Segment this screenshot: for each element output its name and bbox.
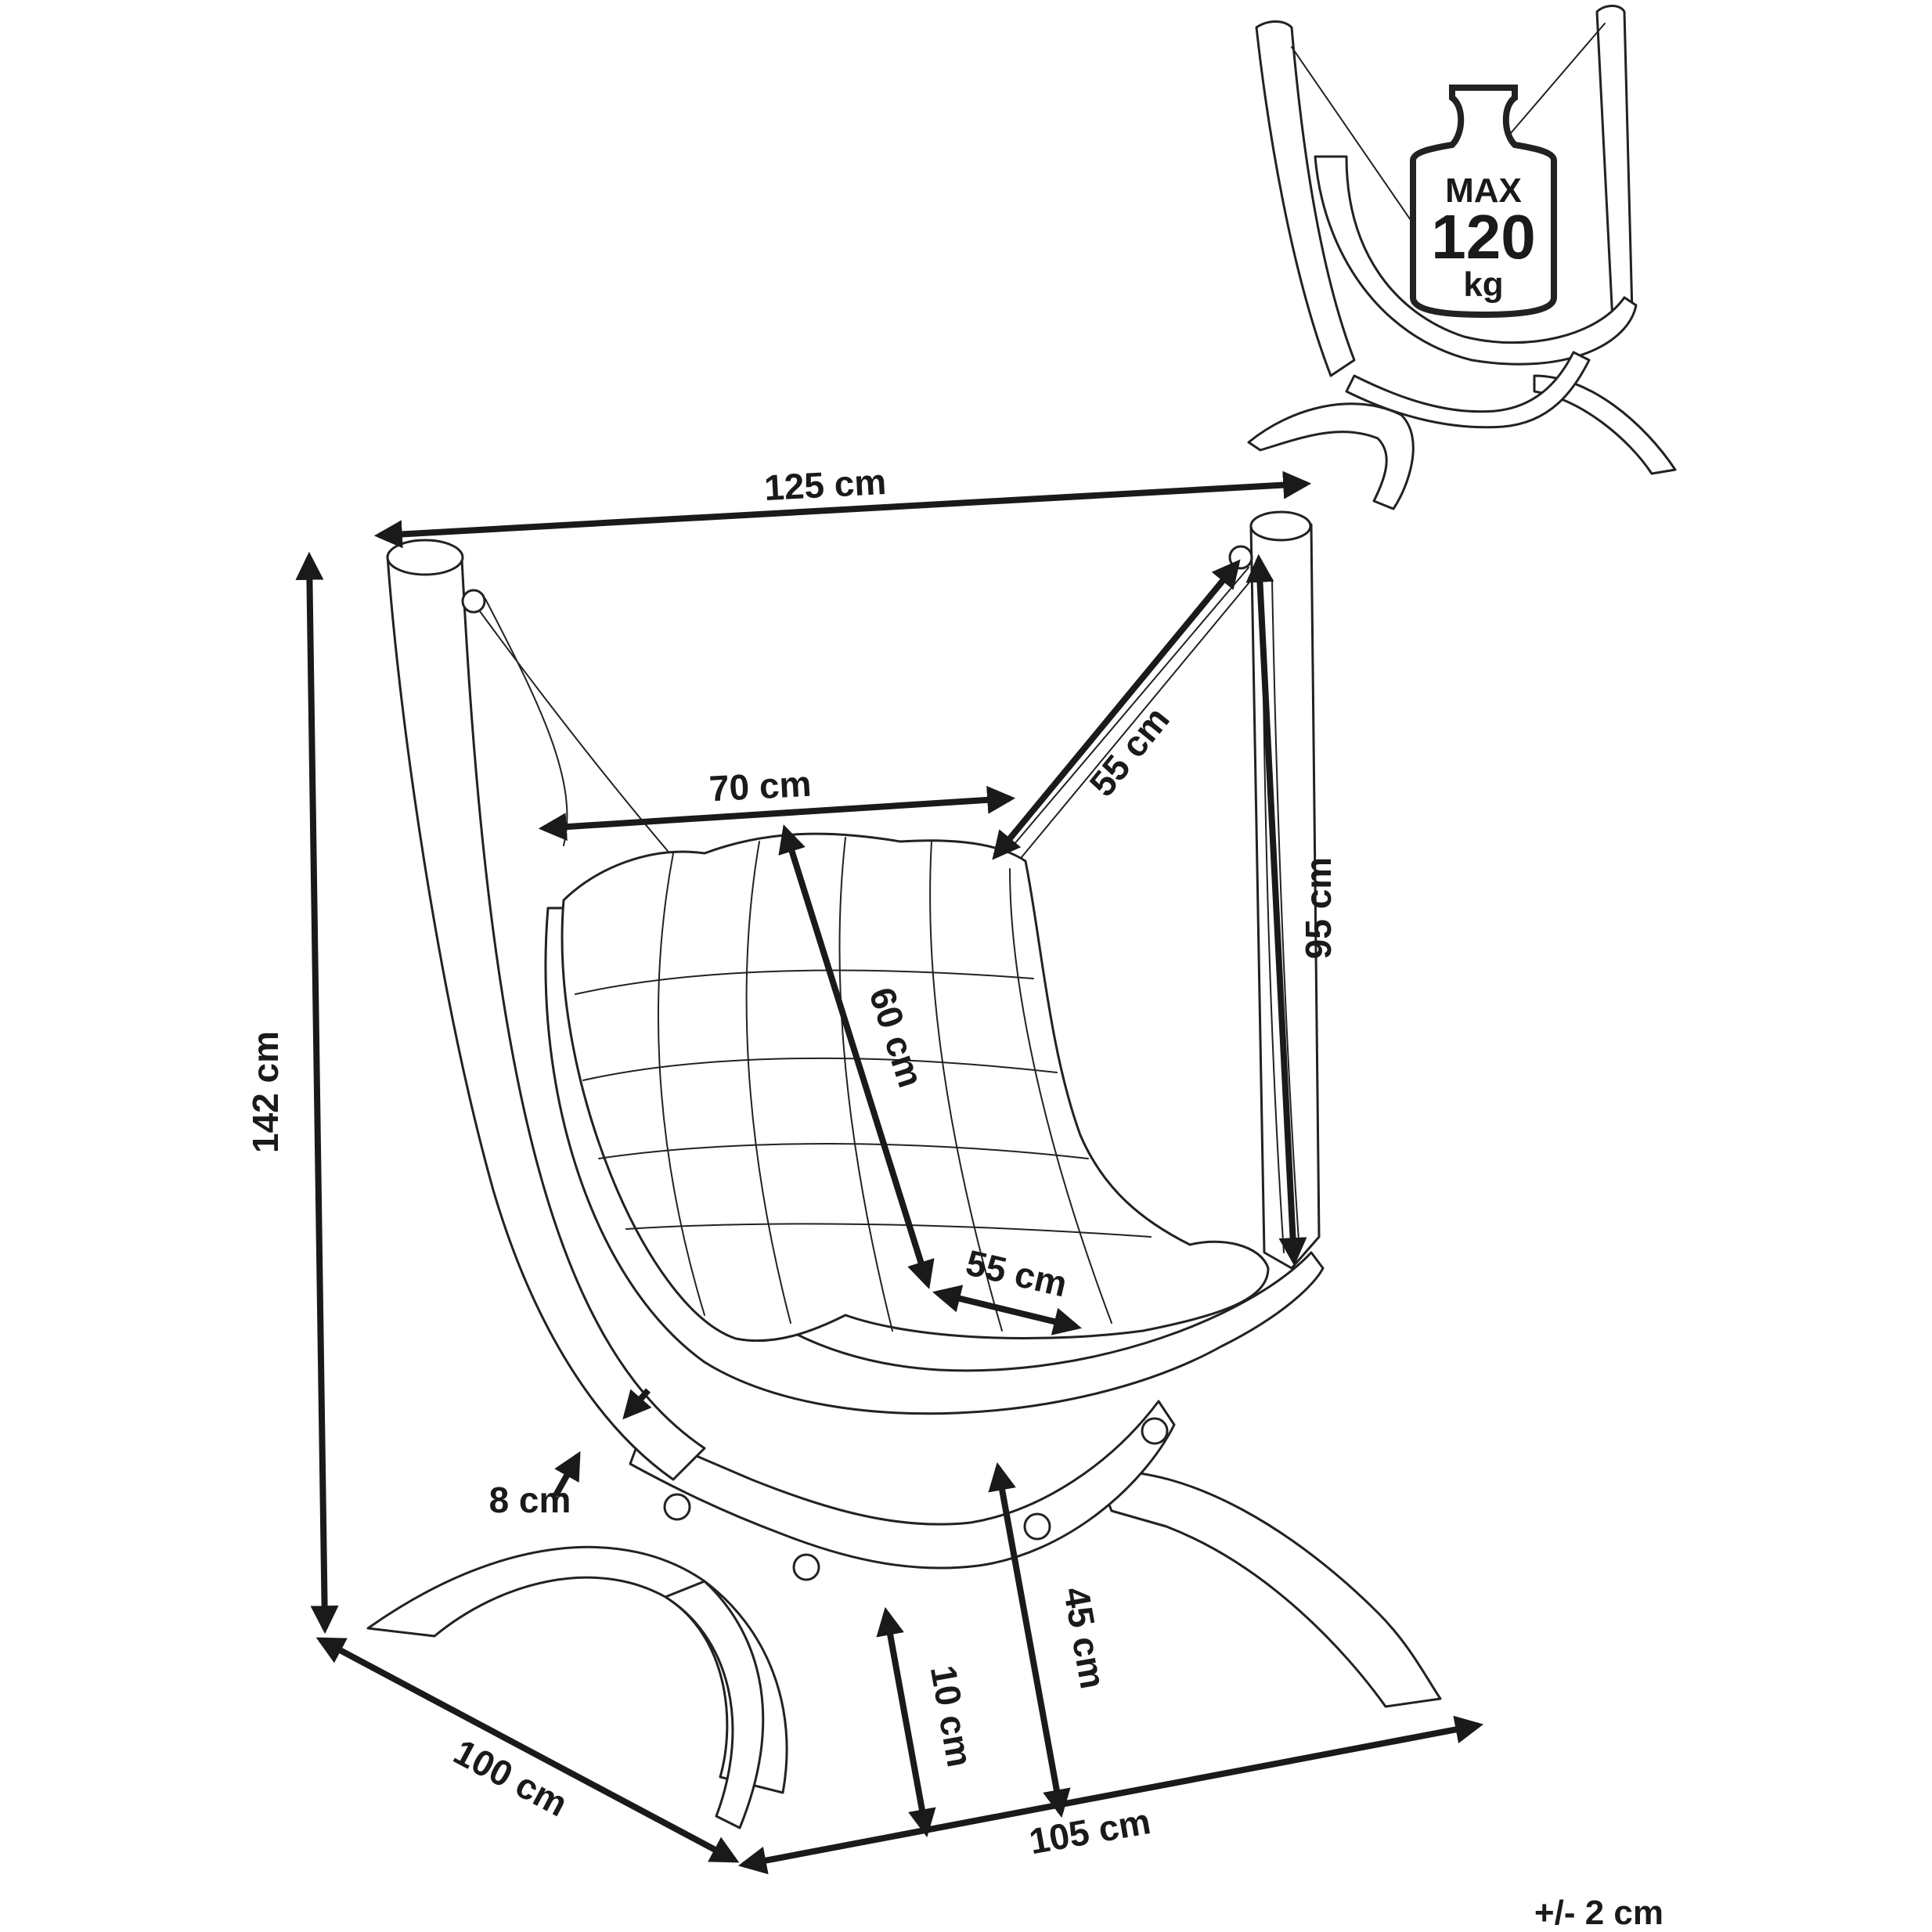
dim-line-base-width bbox=[737, 1715, 1484, 1875]
dim-arrow-frame-outer bbox=[553, 1451, 581, 1497]
inset-base-beam bbox=[1345, 351, 1591, 429]
dim-line-seat-width bbox=[538, 785, 1016, 842]
inset-frame-left bbox=[1255, 20, 1356, 377]
base-beam bbox=[629, 1400, 1176, 1570]
base-left-leg bbox=[664, 1580, 765, 1829]
right-post-cap bbox=[1249, 510, 1312, 542]
weight-value: 120 bbox=[1431, 202, 1535, 272]
bolt-2 bbox=[792, 1553, 820, 1581]
inset-base-right bbox=[1533, 374, 1677, 475]
dim-line-rope-length bbox=[992, 559, 1241, 860]
label-overall-height: 142 cm bbox=[245, 1031, 286, 1153]
left-frame-post bbox=[386, 543, 706, 1481]
bolt-3 bbox=[1023, 1512, 1051, 1541]
weight-inset: MAX 120 kg bbox=[1247, 5, 1677, 510]
dim-line-overall-width bbox=[373, 470, 1312, 549]
rope-right-upper bbox=[1009, 567, 1249, 850]
inset-rope-right bbox=[1510, 23, 1606, 134]
bolt-4 bbox=[1141, 1417, 1169, 1445]
label-base-depth: 100 cm bbox=[447, 1731, 574, 1824]
label-rope-length: 55 cm bbox=[1081, 699, 1177, 804]
label-hanging-height: 95 cm bbox=[1298, 857, 1339, 959]
base-right-foot bbox=[1094, 1469, 1442, 1708]
label-seat-height: 45 cm bbox=[1056, 1584, 1114, 1691]
dim-line-back-height bbox=[778, 824, 935, 1289]
seat-cushion bbox=[560, 832, 1270, 1343]
inset-seat bbox=[1314, 155, 1638, 366]
hook-left bbox=[461, 589, 486, 614]
dim-line-seat-height bbox=[988, 1462, 1071, 1818]
dim-line-overall-height bbox=[295, 551, 339, 1635]
dim-line-seat-depth bbox=[932, 1285, 1082, 1335]
left-post-cap bbox=[386, 539, 464, 576]
inset-frame-right bbox=[1595, 5, 1634, 323]
label-frame-thickness: 8 cm bbox=[489, 1480, 571, 1520]
inset-base bbox=[1247, 402, 1415, 510]
dim-line-hanging-height bbox=[1245, 553, 1307, 1267]
chair-drawing bbox=[366, 510, 1442, 1829]
label-seat-width: 70 cm bbox=[708, 763, 813, 809]
weight-unit: kg bbox=[1463, 265, 1503, 304]
label-overall-width: 125 cm bbox=[763, 461, 888, 508]
weight-max-label: MAX bbox=[1445, 171, 1522, 210]
dim-line-base-depth bbox=[315, 1637, 740, 1863]
bolt-1 bbox=[663, 1493, 691, 1521]
label-ground-clearance: 10 cm bbox=[923, 1662, 981, 1769]
weight-icon bbox=[1410, 85, 1557, 319]
dim-arrow-frame-inner bbox=[622, 1388, 652, 1420]
dim-line-ground-clearance bbox=[876, 1606, 936, 1838]
tolerance-note: +/- 2 cm bbox=[1534, 1894, 1663, 1932]
dimension-lines bbox=[295, 470, 1484, 1875]
